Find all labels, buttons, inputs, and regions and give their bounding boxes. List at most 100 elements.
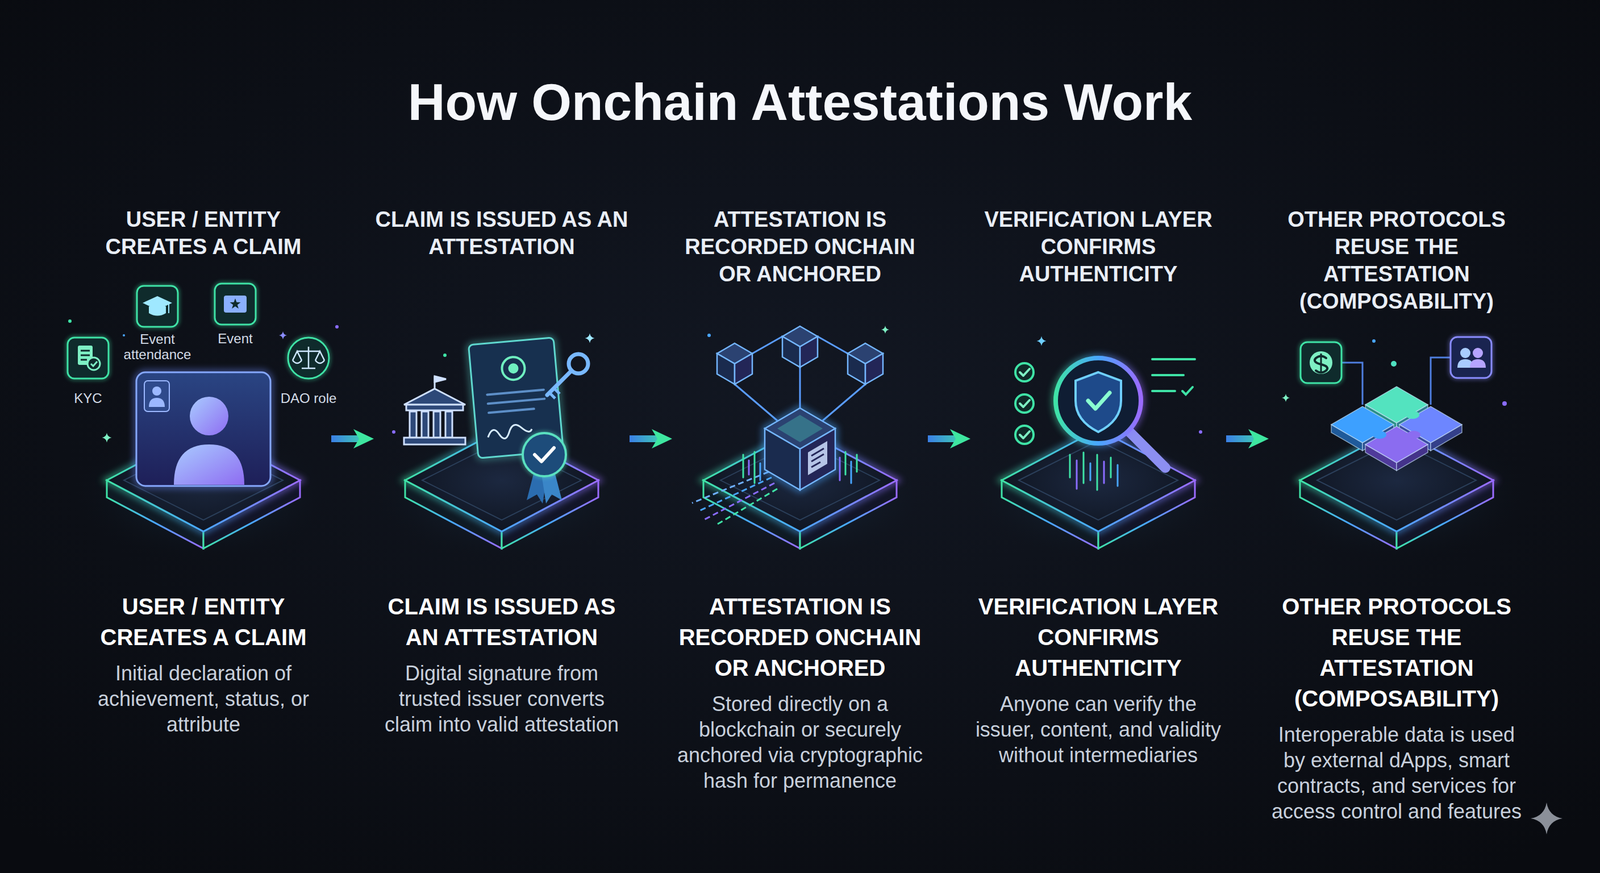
verification-illustration — [1019, 431, 1030, 439]
step-description: Digital signature from trusted issuer co… — [373, 660, 630, 737]
issuer-illustration — [443, 353, 447, 357]
composability-illustration — [1341, 362, 1363, 405]
composability-illustration — [1281, 393, 1290, 402]
flow-arrow — [331, 435, 374, 443]
issuer-illustration — [585, 333, 595, 344]
issuer-illustration — [486, 423, 533, 440]
verification-illustration — [1036, 336, 1047, 347]
claim-illustration — [173, 444, 245, 485]
composability-illustration — [1365, 426, 1428, 463]
step-column: USER / ENTITY CREATES A CLAIMUSER / ENTI… — [75, 205, 332, 742]
verification-illustration — [1152, 359, 1195, 395]
claim-illustration — [168, 302, 170, 314]
issuer-illustration — [403, 376, 466, 445]
verification-illustration — [1076, 460, 1078, 489]
claim-illustration — [278, 331, 287, 340]
verification-illustration — [1103, 461, 1106, 483]
step-description: Interoperable data is used by external d… — [1268, 721, 1525, 824]
flow-arrow — [927, 435, 971, 443]
blockchain-illustration — [752, 336, 783, 354]
blockchain-illustration — [692, 471, 769, 503]
issuer-illustration — [365, 333, 639, 563]
claim-illustration — [87, 357, 100, 370]
blockchain-illustration — [697, 477, 772, 512]
icon-label: Event — [201, 330, 270, 347]
composability-illustration — [1300, 342, 1342, 383]
composability-illustration — [1260, 336, 1533, 563]
verification-illustration — [1152, 357, 1195, 361]
composability-illustration — [1472, 347, 1483, 358]
blockchain-illustration — [850, 461, 853, 483]
claim-illustration — [315, 360, 325, 364]
issuer-illustration — [486, 389, 544, 395]
claim-illustration — [297, 350, 320, 353]
blockchain-illustration — [692, 471, 778, 526]
claim-illustration — [301, 367, 316, 370]
label-slot: DAO role — [263, 390, 354, 406]
composability-illustration — [1399, 406, 1462, 443]
blockchain-illustration — [799, 367, 802, 408]
issuer-illustration — [501, 356, 526, 381]
verification-illustration — [1128, 430, 1166, 468]
blockchain-illustration — [663, 325, 937, 563]
issuer-illustration — [433, 411, 441, 438]
blockchain-illustration — [777, 414, 823, 443]
verification-illustration — [1019, 368, 1030, 439]
step-title: ATTESTATION IS RECORDED ONCHAIN OR ANCHO… — [672, 590, 928, 683]
verification-illustration — [1015, 363, 1034, 444]
blockchain-illustration — [764, 407, 836, 490]
claim-illustration — [136, 372, 271, 486]
blockchain-illustration — [807, 440, 828, 475]
step-heading: VERIFICATION LAYER CONFIRMS AUTHENTICITY — [970, 205, 1227, 288]
claim-illustration — [122, 334, 125, 337]
issuer-illustration — [534, 447, 554, 462]
composability-illustration — [1430, 357, 1451, 405]
blockchain-illustration — [764, 407, 836, 490]
icon-label: KYC — [53, 390, 123, 406]
verification-illustration — [1015, 394, 1034, 413]
blockchain-illustration — [811, 461, 821, 468]
blockchain-illustration — [714, 488, 778, 526]
claim-illustration — [67, 337, 109, 379]
blockchain-illustration — [839, 457, 841, 481]
issuer-illustration — [445, 411, 453, 438]
claim-illustration — [102, 432, 112, 443]
claim-illustration — [288, 337, 329, 379]
verification-illustration — [1075, 372, 1122, 432]
issuer-illustration — [522, 432, 566, 477]
title-band: How Onchain Attestations Work — [0, 71, 1600, 134]
claim-illustration — [67, 426, 340, 563]
verification-illustration — [1096, 454, 1099, 490]
verification-illustration — [1069, 454, 1072, 478]
blockchain-illustration — [734, 384, 778, 421]
claim-illustration — [67, 283, 340, 563]
composability-illustration — [1372, 430, 1387, 439]
verification-illustration — [1015, 363, 1034, 382]
issuer-illustration — [406, 404, 464, 411]
step-column: VERIFICATION LAYER CONFIRMS AUTHENTICITY… — [970, 205, 1227, 773]
label-slot: Event — [201, 330, 270, 347]
diagram-title: How Onchain Attestations Work — [0, 71, 1600, 134]
step-title: VERIFICATION LAYER CONFIRMS AUTHENTICITY — [970, 590, 1227, 683]
composability-illustration — [1300, 342, 1342, 383]
composability-illustration — [1260, 426, 1533, 563]
claim-illustration — [148, 397, 165, 407]
issuer-illustration — [434, 376, 447, 382]
verification-illustration — [1082, 452, 1085, 483]
blockchain-illustration — [856, 454, 858, 472]
step-title: OTHER PROTOCOLS REUSE THE ATTESTATION (C… — [1268, 590, 1525, 714]
claim-illustration — [288, 337, 329, 379]
claim-illustration — [80, 359, 87, 361]
claim-illustration — [214, 283, 256, 325]
issuer-illustration — [409, 411, 417, 438]
step-column: ATTESTATION IS RECORDED ONCHAIN OR ANCHO… — [672, 205, 928, 798]
verification-illustration — [1182, 386, 1193, 395]
verification-illustration — [1117, 464, 1119, 486]
verification-illustration — [1055, 357, 1141, 444]
claim-illustration — [144, 380, 170, 412]
issuer-illustration — [421, 411, 429, 438]
composability-illustration — [1309, 351, 1333, 374]
blockchain-illustration — [817, 336, 848, 354]
claim-illustration — [288, 337, 329, 379]
